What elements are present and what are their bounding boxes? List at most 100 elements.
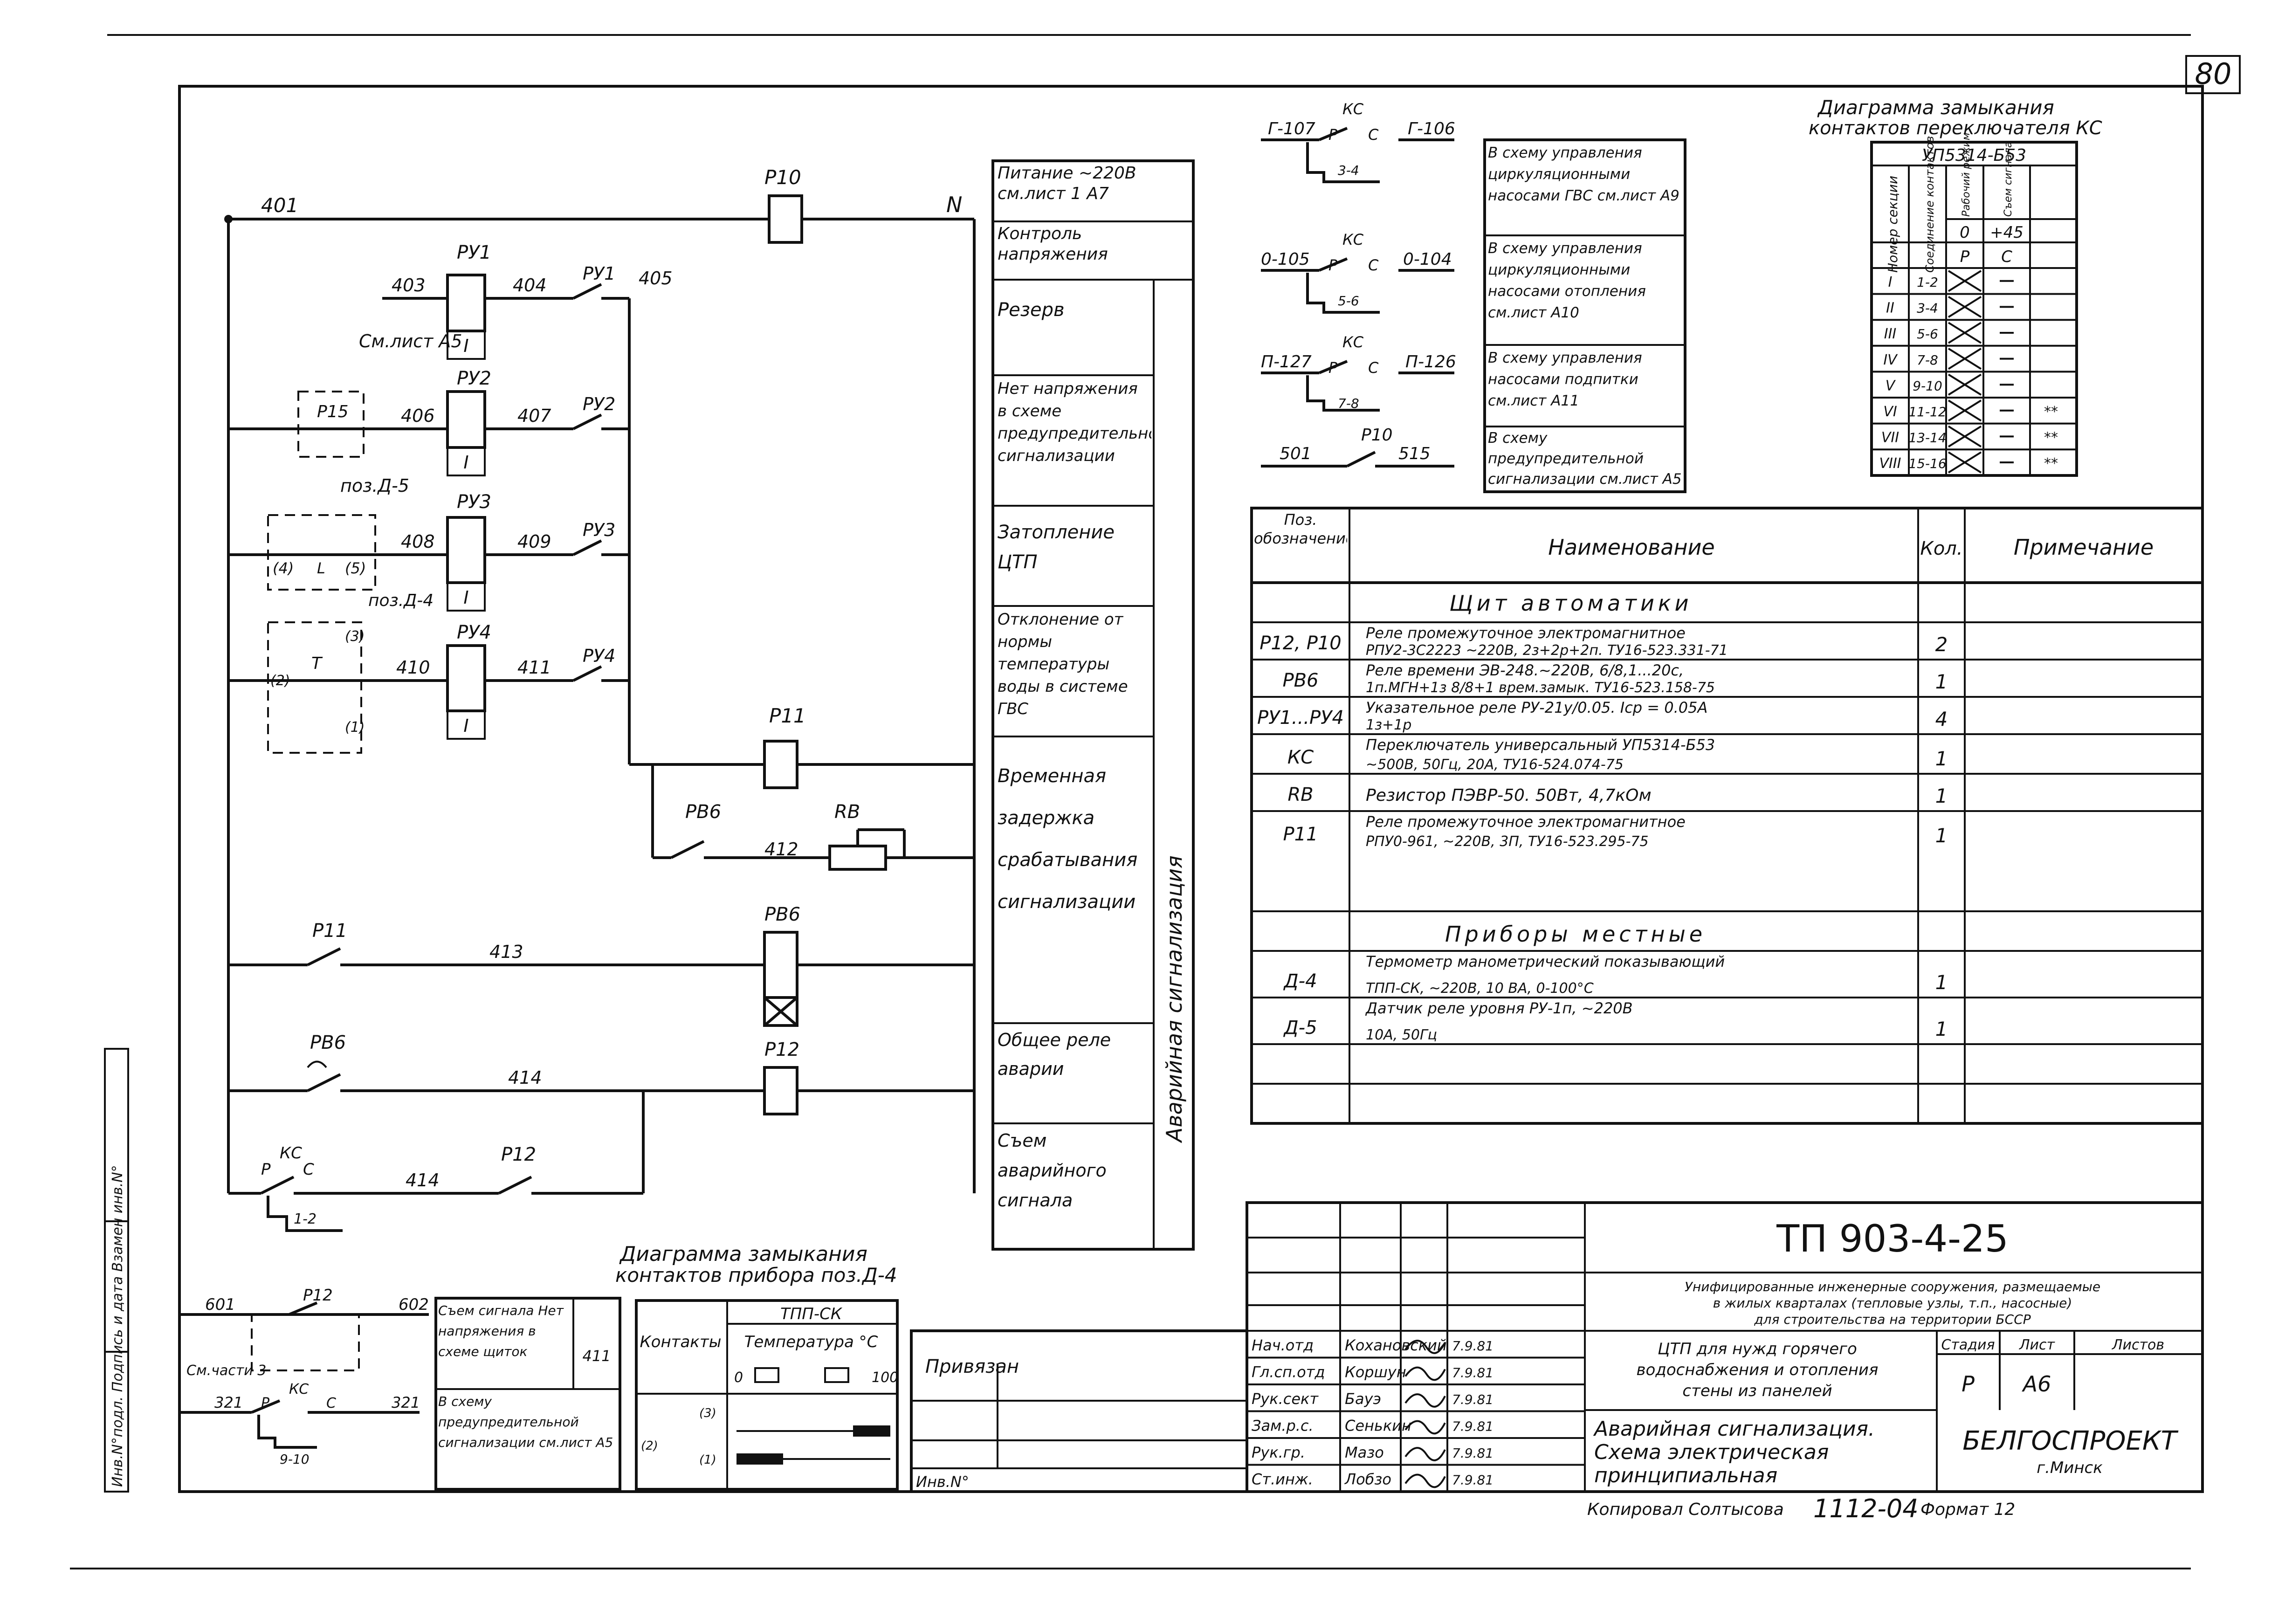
svg-text:Номер секции: Номер секции	[1885, 176, 1900, 273]
svg-text:410: 410	[396, 657, 430, 678]
svg-text:поз.Д-5: поз.Д-5	[340, 475, 409, 496]
sig-date: 7.9.81	[1452, 1419, 1494, 1434]
svg-text:Соединение контактов: Соединение контактов	[1923, 136, 1936, 273]
svg-text:0-104: 0-104	[1403, 250, 1452, 269]
svg-text:Температура °С: Температура °С	[744, 1333, 878, 1351]
svg-text:Р: Р	[1328, 359, 1338, 377]
svg-text:Р12: Р12	[303, 1286, 333, 1305]
svg-text:С: С	[1368, 126, 1379, 144]
ks-contacts: 5-6	[1917, 326, 1938, 342]
bound-label: Привязан	[925, 1356, 1019, 1377]
svg-text:406: 406	[401, 406, 435, 426]
func-flood: Затопление ЦТП	[998, 522, 1115, 573]
specification-table: Поз. обозначение Наименование Кол. Приме…	[1250, 507, 2204, 1125]
spec-name: Переключатель универсальный УП5314-Б53	[1366, 736, 1715, 754]
side-stamp-text: Инв.N°подл. Подпись и дата Взамен инв.N°	[110, 1165, 126, 1487]
svg-text:Копировал Солтысова: Копировал Солтысова	[1587, 1500, 1784, 1519]
ks-section: III	[1884, 326, 1897, 342]
spec-pos: Д-4	[1283, 970, 1317, 992]
svg-text:контактов прибора поз.Д-4: контактов прибора поз.Д-4	[615, 1264, 897, 1287]
svg-text:стены из панелей: стены из панелей	[1682, 1382, 1832, 1400]
svg-text:Диаграмма замыкания: Диаграмма замыкания	[1817, 96, 2054, 119]
ks-contacts: 7-8	[1917, 352, 1938, 368]
ks-mark: **	[2044, 455, 2058, 472]
contact-ru4	[572, 665, 602, 682]
relay-pb6-label: РВ6	[764, 904, 800, 925]
relay-p15-frame	[297, 391, 365, 458]
svg-text:Формат 12: Формат 12	[1920, 1500, 2015, 1519]
sensor-d4-frame	[267, 621, 362, 754]
spec-name: Указательное реле РУ-21у/0.05. Iср = 0.0…	[1366, 699, 1707, 716]
svg-text:РВ6: РВ6	[310, 1032, 346, 1053]
sig-date: 7.9.81	[1452, 1365, 1494, 1381]
ks-link-text-3: В схему управления насосами подпитки см.…	[1488, 350, 1642, 409]
svg-text:(3): (3)	[345, 628, 365, 645]
ks-contacts: 1-2	[1917, 275, 1938, 290]
bottom-left-diagram: 601 602 Р12 См.части 3 321 321 КС Р С 9-…	[179, 1286, 621, 1491]
spec-name-2: ТПП-СК, ~220В, 10 ВА, 0-100°С	[1366, 980, 1594, 997]
spec-group-1: Щит автоматики	[1449, 591, 1692, 616]
svg-text:403: 403	[392, 275, 426, 296]
svg-text:407: 407	[517, 406, 551, 426]
spec-header-pos: Поз. обозначение	[1254, 511, 1347, 547]
svg-text:(2): (2)	[270, 673, 290, 689]
signature-mark	[1404, 1420, 1446, 1435]
svg-text:в жилых кварталах (тепловые уз: в жилых кварталах (тепловые узлы, т.п., …	[1713, 1295, 2072, 1311]
svg-text:602: 602	[399, 1295, 429, 1314]
svg-text:405: 405	[639, 268, 673, 289]
sig-role: Гл.сп.отд	[1252, 1363, 1325, 1381]
relay-p11-label: Р11	[769, 704, 806, 727]
spec-qty: 1	[1935, 784, 1948, 807]
sig-role: Ст.инж.	[1252, 1471, 1313, 1488]
svg-text:9-10: 9-10	[280, 1452, 310, 1467]
svg-text:Р: Р	[1962, 1371, 1975, 1397]
spec-name-2: РПУ0-961, ~220В, 3П, ТУ16-523.295-75	[1366, 833, 1649, 850]
ks-section: II	[1886, 300, 1894, 317]
relay-p11-coil	[763, 740, 798, 789]
bottom-left-note-b: В схему предупредительной сигнализации с…	[438, 1394, 613, 1450]
ks-contacts: 9-10	[1913, 378, 1942, 393]
svg-text:С: С	[326, 1395, 336, 1411]
ks-contacts: 3-4	[1917, 301, 1938, 316]
ks-link-text-2: В схему управления циркуляционными насос…	[1488, 240, 1646, 321]
svg-text:I: I	[463, 587, 468, 608]
sig-date: 7.9.81	[1452, 1445, 1494, 1461]
signature-mark	[1404, 1473, 1446, 1488]
svg-text:Р: Р	[1960, 248, 1970, 266]
svg-text:РУ3: РУ3	[583, 520, 615, 540]
spec-name: Датчик реле уровня РУ-1п, ~220В	[1365, 999, 1633, 1017]
label-401: 401	[261, 194, 298, 217]
svg-text:КС: КС	[1342, 100, 1364, 118]
svg-text:КС: КС	[1342, 231, 1364, 248]
ks-section: V	[1886, 378, 1896, 394]
spec-pos: RB	[1287, 784, 1313, 805]
contact-ru2	[572, 413, 602, 430]
inv-label: Инв.N°	[916, 1473, 969, 1491]
svg-text:515: 515	[1398, 444, 1431, 463]
sheet-number: 80	[2195, 57, 2232, 91]
contact-ru1	[572, 283, 602, 300]
spec-header-qty: Кол.	[1920, 538, 1962, 559]
svg-text:Р15: Р15	[317, 402, 349, 421]
svg-text:321: 321	[214, 1394, 243, 1411]
ks-section: I	[1888, 274, 1893, 290]
spec-qty: 4	[1935, 708, 1948, 730]
svg-text:КС: КС	[289, 1381, 309, 1397]
svg-text:0-105: 0-105	[1261, 250, 1310, 269]
spec-header-note: Примечание	[2014, 535, 2154, 560]
contact-pb6	[670, 840, 705, 859]
svg-text:RB: RB	[834, 801, 860, 823]
svg-text:7-8: 7-8	[1338, 396, 1359, 411]
ks-row: I 1-2	[1872, 270, 2077, 295]
svg-text:414: 414	[508, 1067, 542, 1088]
spec-qty: 1	[1935, 747, 1948, 770]
spec-qty: 2	[1935, 633, 1948, 656]
